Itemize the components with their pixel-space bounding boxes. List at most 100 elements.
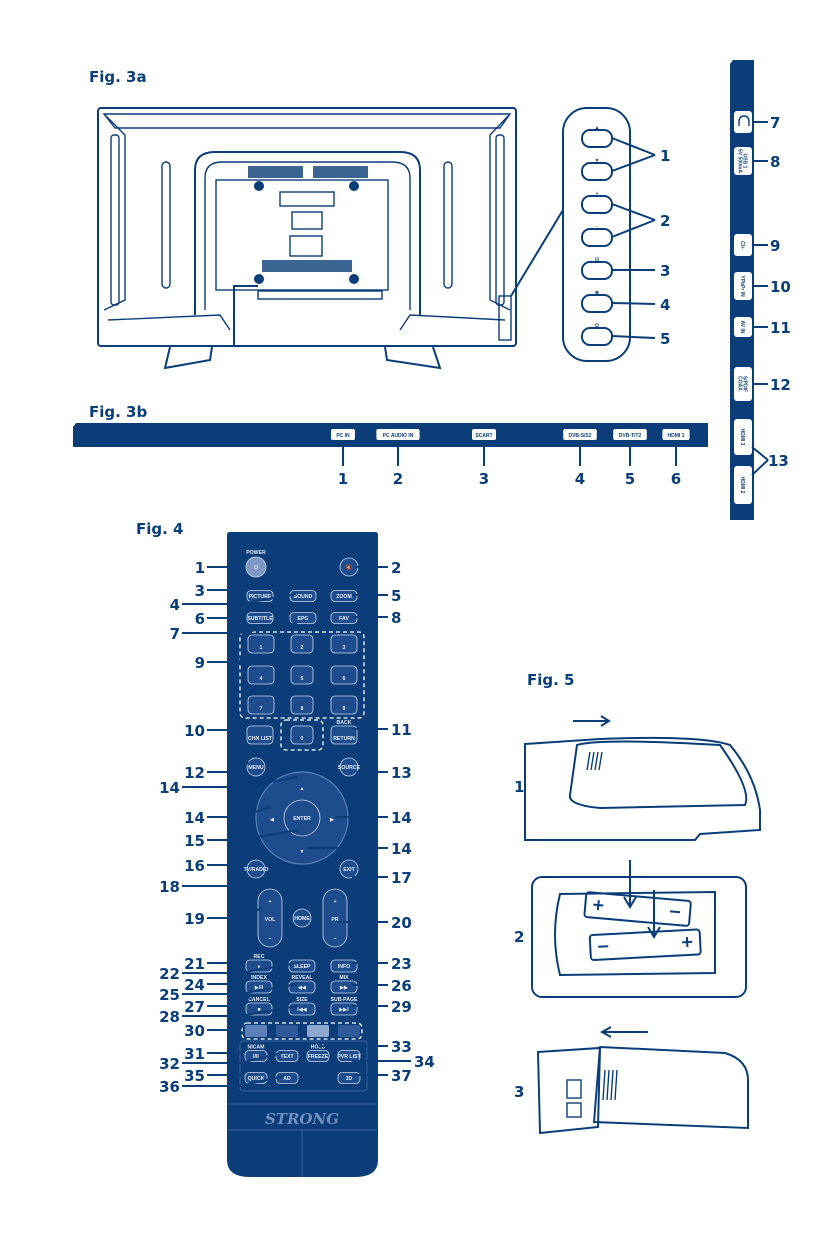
remote-button-sound[interactable]: SOUND [289, 590, 317, 602]
remote-button-label: FAV [339, 616, 349, 622]
remote-callout-left: 3 [195, 582, 205, 600]
remote-button-sleep[interactable]: SLEEP [288, 959, 316, 973]
remote-button-14[interactable]: 7 [247, 695, 275, 715]
remote-button-label: CHN LIST [248, 736, 273, 742]
side-port-label: HDMI 3 [739, 429, 745, 446]
remote-button-label: 🔇 [346, 564, 353, 571]
fig3a-callout: 4 [660, 296, 670, 314]
remote-button-label: I◀◀ [297, 1007, 306, 1013]
remote-button-freeze[interactable]: FREEZE [306, 1050, 330, 1062]
remote-callout-right: 14 [391, 809, 412, 827]
side-port-label: HDMI 2 [739, 477, 745, 494]
remote-button-label: SLEEP [293, 964, 311, 970]
bottom-port-label: PC AUDIO IN [383, 433, 414, 439]
panel-button-symbol: ⊡ [595, 257, 599, 263]
remote-button-13[interactable]: 6 [330, 665, 358, 685]
side-port-1 [734, 147, 752, 175]
remote-button-30[interactable]: ◀◀ [288, 980, 316, 994]
remote-button-label: FREEZE [308, 1054, 329, 1060]
side-callout: 13 [768, 452, 789, 470]
dpad-down-arrow-icon: ▼ [299, 849, 304, 855]
remote-button-text[interactable]: TEXT [275, 1050, 299, 1062]
remote-button-label: I/II [253, 1054, 259, 1060]
remote-button-label: SOUND [294, 594, 313, 600]
remote-callout-right: 34 [414, 1053, 435, 1071]
remote-color-key-4[interactable] [338, 1025, 360, 1037]
remote-button-label: ZOOM [336, 594, 352, 600]
vol-rocker[interactable]: +VOL− [257, 888, 283, 948]
side-port-3 [734, 272, 752, 300]
remote-button-label: RETURN [333, 736, 355, 742]
remote-button-source[interactable]: SOURCE [338, 757, 361, 777]
remote-button-label: EXIT [343, 867, 355, 873]
remote-button-15[interactable]: 8 [290, 695, 314, 715]
battery-installation-illustration: 1 2 3 [514, 715, 761, 1135]
fig3a-callout: 1 [660, 147, 670, 165]
remote-button-pvr-list[interactable]: PVR LIST [337, 1050, 361, 1062]
pr-minus-label: − [333, 936, 336, 942]
remote-color-key-1[interactable] [245, 1025, 267, 1037]
remote-button-12[interactable]: 5 [290, 665, 314, 685]
side-port-label: S/PDIF [742, 376, 748, 392]
remote-button-3d[interactable]: 3D [337, 1072, 361, 1084]
remote-button-caption: INDEX [251, 975, 267, 981]
remote-button-0[interactable]: ⏻ [245, 556, 267, 578]
panel-button-symbol: - [596, 224, 598, 230]
remote-button-11[interactable]: 4 [247, 665, 275, 685]
remote-button-home[interactable]: HOME [292, 908, 312, 928]
remote-button-16[interactable]: 9 [330, 695, 358, 715]
remote-button-label: QUICK [248, 1076, 265, 1082]
remote-button-34[interactable]: ▶▶I [330, 1002, 358, 1016]
side-port-sublabel: 5V 500mA [737, 149, 743, 173]
remote-button-caption: REC [254, 954, 265, 960]
panel-button-symbol: ▼ [595, 158, 600, 164]
panel-button-symbol: ⏻ [595, 323, 599, 329]
remote-button-label: PICTURE [249, 594, 272, 600]
remote-callout-left: 27 [184, 998, 205, 1016]
remote-button-label: ⏻ [254, 564, 259, 571]
remote-callout-right: 23 [391, 955, 412, 973]
remote-button-label: 2 [301, 645, 304, 651]
remote-button-tv-radio[interactable]: TV/RADIO [244, 859, 269, 879]
remote-button-caption: SIZE [296, 997, 308, 1003]
remote-button-epg[interactable]: EPG [289, 612, 317, 624]
remote-button-menu[interactable]: MENU [246, 757, 266, 777]
remote-button-label: MENU [248, 765, 264, 771]
remote-button-33[interactable]: I◀◀ [288, 1002, 316, 1016]
battery-plus-icon [593, 900, 604, 911]
remote-button-1[interactable]: 🔇 [339, 557, 359, 577]
remote-button-info[interactable]: INFO [330, 959, 358, 973]
remote-button-chn-list[interactable]: CHN LIST [246, 725, 274, 745]
pr-rocker[interactable]: +PR− [322, 888, 348, 948]
remote-button-18[interactable]: 0 [290, 725, 314, 745]
remote-callout-left: 4 [170, 596, 180, 614]
bottom-port [613, 429, 647, 440]
remote-color-key-3[interactable] [307, 1025, 329, 1037]
remote-color-key-2[interactable] [276, 1025, 298, 1037]
remote-button-label: 4 [260, 676, 263, 682]
fig5-step-3: 3 [514, 1083, 524, 1101]
remote-button-8[interactable]: 1 [247, 634, 275, 654]
remote-button-label: 0 [301, 736, 304, 742]
remote-button-exit[interactable]: EXIT [339, 859, 359, 879]
remote-button-label: 5 [301, 676, 304, 682]
remote-button-label: 3 [343, 645, 346, 651]
remote-button-31[interactable]: ▶▶ [330, 980, 358, 994]
tv-panel-button [581, 261, 613, 280]
remote-button-label: TV/RADIO [244, 867, 269, 873]
remote-button-caption: NICAM [247, 1045, 264, 1051]
remote-callout-left: 22 [159, 965, 180, 983]
fig3b-callout: 2 [393, 470, 403, 488]
remote-button-9[interactable]: 2 [290, 634, 314, 654]
remote-button-subtitle[interactable]: SUBTITLE [246, 612, 274, 624]
side-port-7 [734, 466, 752, 504]
headphone-icon [738, 115, 750, 126]
remote-button-enter[interactable]: ENTER [283, 799, 321, 837]
remote-callout-right: 20 [391, 914, 412, 932]
remote-button-label: AD [283, 1076, 291, 1082]
remote-button-return[interactable]: RETURN [330, 725, 358, 745]
remote-callout-left: 7 [170, 625, 180, 643]
remote-button-10[interactable]: 3 [330, 634, 358, 654]
